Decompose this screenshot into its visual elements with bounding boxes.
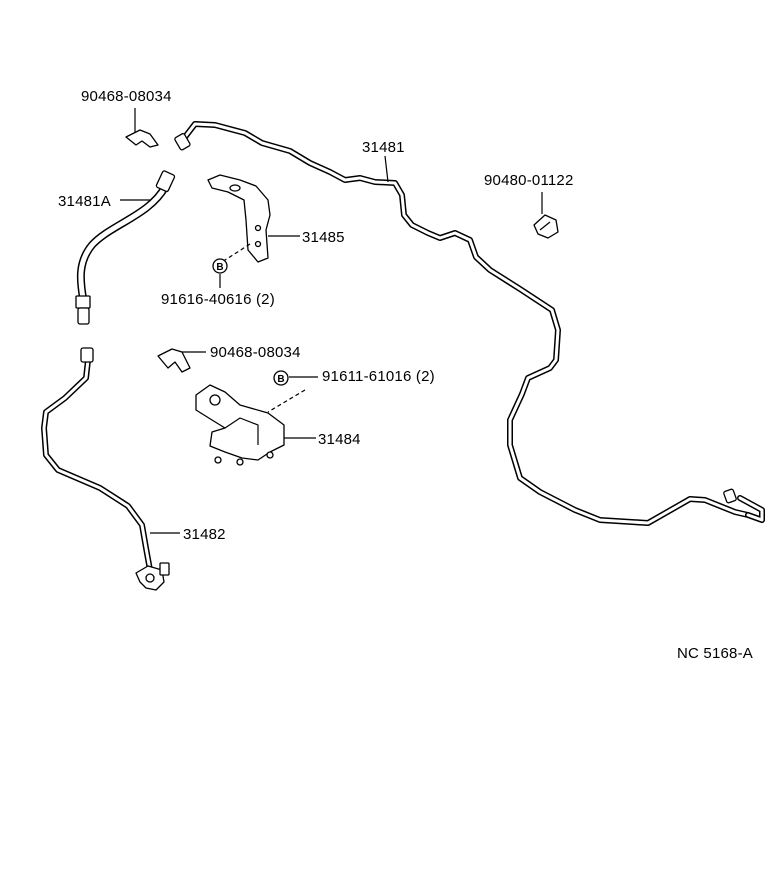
fitting-nut-icon xyxy=(723,488,737,504)
label-bracket-31484: 31484 xyxy=(318,431,361,448)
fitting-nut-icon xyxy=(174,133,191,151)
hose-31481a xyxy=(75,170,176,325)
label-pipe-31482: 31482 xyxy=(183,526,226,543)
label-clip-90468-top: 90468-08034 xyxy=(81,88,172,105)
pipe-fitting-icon xyxy=(80,347,94,363)
pipe-31481 xyxy=(174,121,765,526)
bolt-mark-icon xyxy=(212,258,228,274)
leader-31481 xyxy=(384,155,389,183)
bracket-icon xyxy=(195,384,285,461)
clamp-icon xyxy=(533,214,559,239)
hose-fitting-icon xyxy=(155,170,176,193)
bracket-icon xyxy=(207,174,271,263)
bolt-mark-letter: B xyxy=(216,262,223,273)
bolt-91611: B xyxy=(267,370,318,413)
clip-90468-top xyxy=(125,108,159,148)
bracket-31485 xyxy=(207,174,300,263)
hose-fitting-icon xyxy=(75,295,91,309)
label-clip-90468-mid: 90468-08034 xyxy=(210,344,301,361)
label-hose-31481a: 31481A xyxy=(58,193,111,210)
clip-icon xyxy=(125,129,159,148)
clip-90468-mid xyxy=(157,348,206,373)
bolt-mark-icon xyxy=(273,370,289,386)
bracket-31484 xyxy=(195,384,316,466)
label-pipe-31481: 31481 xyxy=(362,139,405,156)
label-bracket-31485: 31485 xyxy=(302,229,345,246)
label-bolt-91616: 91616-40616 (2) xyxy=(161,291,275,308)
clip-icon xyxy=(157,348,191,373)
label-bolt-91611: 91611-61016 (2) xyxy=(322,368,435,385)
pipe-31482 xyxy=(41,347,170,591)
banjo-bolt-icon xyxy=(159,562,170,576)
bolt-91616: B xyxy=(212,258,228,288)
bolt-mark-letter: B xyxy=(277,374,284,385)
clamp-90480 xyxy=(533,192,559,239)
hose-fitting-icon xyxy=(77,307,90,325)
label-clamp-90480: 90480-01122 xyxy=(484,172,574,189)
drawing-code: NC 5168-A xyxy=(677,645,753,662)
